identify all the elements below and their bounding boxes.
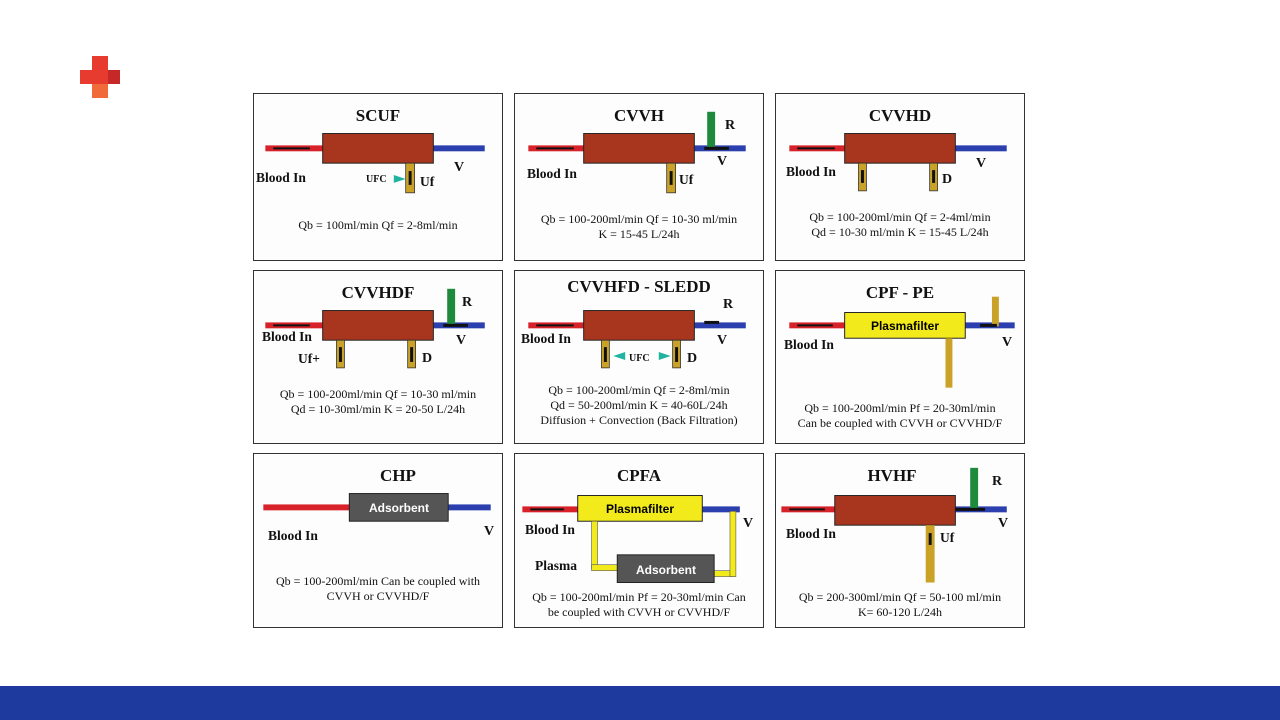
- cvvh-r-label: R: [725, 118, 736, 133]
- panel-cpf-pe: CPF - PE Plasmafilter Blood In V Qb = 10…: [775, 270, 1025, 444]
- cvvhd-blood-in-label: Blood In: [786, 164, 836, 179]
- cvvh-v-label: V: [717, 154, 728, 169]
- scuf-v-label: V: [454, 160, 465, 175]
- scuf-formula: Qb = 100ml/min Qf = 2-8ml/min: [298, 218, 458, 232]
- cvvhdf-d-label: D: [422, 351, 433, 366]
- cpfa-plasma-label: Plasma: [535, 558, 577, 573]
- cvvh-uf-label: Uf: [679, 172, 694, 187]
- cpfa-title: CPFA: [616, 466, 662, 485]
- hvhf-diagram: [781, 467, 1007, 583]
- cpf-pe-formula: Qb = 100-200ml/min Pf = 20-30ml/min Can …: [797, 401, 1003, 430]
- cvvhfd-sledd-formula: Qb = 100-200ml/min Qf = 2-8ml/min Qd = 5…: [540, 383, 738, 427]
- cvvh-diagram: [528, 111, 746, 194]
- cvvhd-title: CVVHD: [868, 106, 932, 125]
- panel-chp: CHP Adsorbent Blood In V Qb = 100-200ml/…: [253, 453, 503, 628]
- hvhf-v-label: V: [998, 516, 1009, 531]
- cvvhdf-blood-in-label: Blood In: [262, 329, 312, 344]
- cpfa-adsorbent-label: Adsorbent: [636, 563, 696, 577]
- cpf-pe-blood-in-label: Blood In: [784, 337, 834, 352]
- scuf-diagram: [265, 133, 485, 194]
- cvvhfd-sledd-v-label: V: [717, 333, 728, 348]
- cvvhd-diagram: [789, 133, 1007, 192]
- hvhf-title: HVHF: [867, 466, 917, 485]
- chp-diagram: [263, 493, 491, 522]
- chp-v-label: V: [484, 524, 495, 539]
- cvvhd-v-label: V: [976, 156, 987, 171]
- hvhf-formula: Qb = 200-300ml/min Qf = 50-100 ml/min K=…: [798, 590, 1002, 619]
- scuf-blood-in-label: Blood In: [256, 170, 306, 185]
- cvvhfd-sledd-d-label: D: [687, 351, 698, 366]
- cvvhd-d-label: D: [942, 172, 953, 187]
- hvhf-uf-label: Uf: [940, 530, 955, 545]
- scuf-title: SCUF: [355, 106, 401, 125]
- panel-hvhf: HVHF Blood In R V Uf Qb = 200-300ml/min …: [775, 453, 1025, 628]
- medical-cross-logo-icon: [80, 56, 120, 98]
- cpfa-formula: Qb = 100-200ml/min Pf = 20-30ml/min Can …: [532, 590, 746, 619]
- chp-adsorbent-label: Adsorbent: [369, 501, 429, 515]
- footer-bar: [0, 686, 1280, 720]
- chp-formula: Qb = 100-200ml/min Can be coupled with C…: [275, 574, 481, 603]
- cvvhfd-sledd-title: CVVHFD - SLEDD: [567, 277, 711, 296]
- cvvh-formula: Qb = 100-200ml/min Qf = 10-30 ml/min K =…: [540, 212, 738, 241]
- panel-cvvh: CVVH Blood In R V Uf Qb = 100-200ml/min …: [514, 93, 764, 261]
- panel-cvvhdf: CVVHDF Blood In R V Uf+ D Qb = 100-200ml…: [253, 270, 503, 444]
- cpf-pe-plasmafilter-label: Plasmafilter: [870, 319, 940, 333]
- cpfa-plasmafilter-label: Plasmafilter: [605, 502, 675, 516]
- cvvhdf-v-label: V: [456, 333, 467, 348]
- cvvh-blood-in-label: Blood In: [527, 166, 577, 181]
- cpf-pe-v-label: V: [1002, 335, 1013, 350]
- cvvhdf-r-label: R: [462, 295, 473, 310]
- cvvhfd-sledd-blood-in-label: Blood In: [521, 331, 571, 346]
- cpf-pe-title: CPF - PE: [865, 283, 935, 302]
- scuf-uf-label: Uf: [420, 174, 435, 189]
- cpfa-v-label: V: [743, 516, 754, 531]
- panel-cvvhd: CVVHD Blood In V D Qb = 100-200ml/min Qf…: [775, 93, 1025, 261]
- cpfa-blood-in-label: Blood In: [525, 522, 575, 537]
- panel-cvvhfd-sledd: CVVHFD - SLEDD Blood In R V UFC D Qb = 1…: [514, 270, 764, 444]
- cvvhdf-diagram: [265, 288, 485, 369]
- cpf-pe-diagram: [789, 296, 1015, 388]
- scuf-ufc-label: UFC: [366, 174, 387, 185]
- chp-blood-in-label: Blood In: [268, 528, 318, 543]
- cvvh-title: CVVH: [613, 106, 665, 125]
- cvvhdf-formula: Qb = 100-200ml/min Qf = 10-30 ml/min Qd …: [279, 387, 477, 416]
- cpfa-diagram: [522, 495, 740, 584]
- chp-title: CHP: [380, 466, 416, 485]
- cvvhd-formula: Qb = 100-200ml/min Qf = 2-4ml/min Qd = 1…: [809, 210, 991, 239]
- cvvhfd-sledd-diagram: [528, 310, 746, 369]
- cvvhdf-title: CVVHDF: [341, 283, 415, 302]
- cvvhfd-sledd-ufc-label: UFC: [629, 353, 650, 364]
- cvvhdf-uf-label: Uf+: [298, 351, 320, 366]
- panel-cpfa: CPFA Plasmafilter Adsorbent Blood In V P…: [514, 453, 764, 628]
- hvhf-blood-in-label: Blood In: [786, 526, 836, 541]
- hvhf-r-label: R: [992, 474, 1003, 489]
- cvvhfd-sledd-r-label: R: [723, 297, 734, 312]
- panel-scuf: SCUF Blood In V UFC Uf Qb = 100ml/min Qf…: [253, 93, 503, 261]
